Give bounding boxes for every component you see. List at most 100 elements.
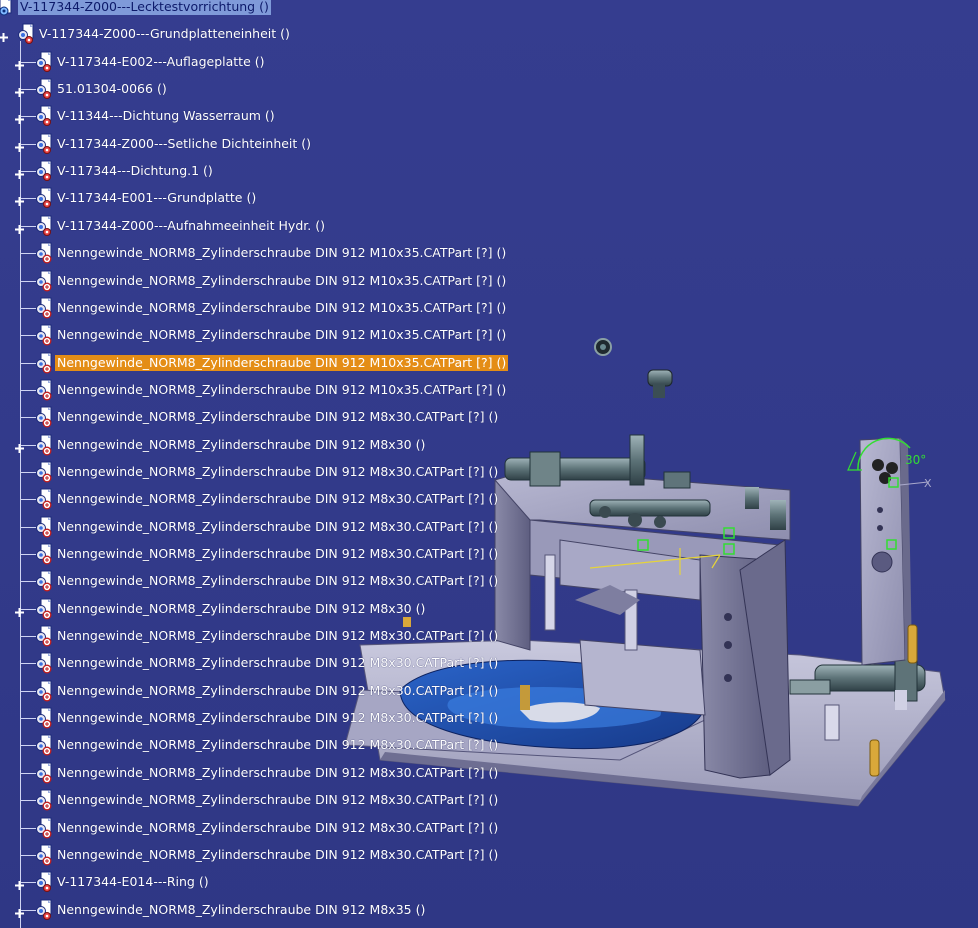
tree-node-label: Nenngewinde_NORM8_Zylinderschraube DIN 9…	[57, 600, 426, 616]
part-icon	[33, 543, 55, 565]
tree-node-item[interactable]: V-117344-Z000---Aufnahmeeinheit Hydr. ()	[33, 215, 327, 237]
tree-connector-horizontal	[20, 854, 36, 856]
part-icon	[33, 680, 55, 702]
tree-connector-vertical	[20, 41, 21, 928]
tree-node-label: Nenngewinde_NORM8_Zylinderschraube DIN 9…	[57, 518, 499, 534]
plus-expander-icon[interactable]	[14, 165, 25, 180]
tree-node-item[interactable]: Nenngewinde_NORM8_Zylinderschraube DIN 9…	[33, 652, 500, 674]
tree-connector-horizontal	[20, 225, 36, 227]
tree-node-label: Nenngewinde_NORM8_Zylinderschraube DIN 9…	[57, 764, 499, 780]
tree-node-item[interactable]: Nenngewinde_NORM8_Zylinderschraube DIN 9…	[33, 270, 508, 292]
tree-node-label: Nenngewinde_NORM8_Zylinderschraube DIN 9…	[57, 546, 499, 561]
tree-node-item[interactable]: V-117344---Dichtung.1 ()	[33, 160, 215, 182]
tree-node-item[interactable]: Nenngewinde_NORM8_Zylinderschraube DIN 9…	[33, 543, 500, 565]
tree-connector-horizontal	[20, 554, 36, 555]
tree-node-item[interactable]: V-117344-E014---Ring ()	[33, 871, 211, 893]
tree-node-label: V-117344-E002---Auflageplatte ()	[57, 53, 265, 69]
tree-node-item[interactable]: V-117344-Z000---Setliche Dichteinheit ()	[33, 133, 313, 155]
plus-expander-icon[interactable]	[14, 192, 25, 207]
tree-connector-horizontal	[20, 499, 36, 501]
tree-node-label: Nenngewinde_NORM8_Zylinderschraube DIN 9…	[57, 628, 499, 644]
plus-expander-icon[interactable]	[14, 83, 25, 98]
tree-node-item[interactable]: Nenngewinde_NORM8_Zylinderschraube DIN 9…	[33, 734, 500, 756]
tree-node-item[interactable]: Nenngewinde_NORM8_Zylinderschraube DIN 9…	[33, 242, 508, 264]
tree-node-item[interactable]: Nenngewinde_NORM8_Zylinderschraube DIN 9…	[33, 324, 508, 346]
part-icon	[33, 270, 55, 292]
plus-expander-icon[interactable]	[14, 904, 25, 918]
tree-connector-horizontal	[20, 745, 36, 747]
product-icon	[0, 0, 18, 18]
compass-manipulator[interactable]: 30° X	[847, 437, 932, 490]
tree-node-item[interactable]: 51.01304-0066 ()	[33, 78, 169, 100]
right-cylinder	[789, 654, 926, 741]
product-icon	[33, 187, 55, 209]
tree-node-item[interactable]: Nenngewinde_NORM8_Zylinderschraube DIN 9…	[33, 406, 500, 428]
tree-node-label: Nenngewinde_NORM8_Zylinderschraube DIN 9…	[57, 901, 426, 917]
tree-node-label: V-117344-E014---Ring ()	[57, 874, 209, 890]
tree-connector-horizontal	[20, 335, 36, 337]
plus-expander-icon[interactable]	[0, 28, 9, 43]
tree-node-item[interactable]: Nenngewinde_NORM8_Zylinderschraube DIN 9…	[33, 762, 500, 784]
plus-expander-icon[interactable]	[14, 110, 25, 125]
tree-node-item[interactable]: Nenngewinde_NORM8_Zylinderschraube DIN 9…	[33, 379, 508, 401]
product-icon	[33, 215, 55, 237]
plus-expander-icon[interactable]	[14, 603, 25, 617]
plus-expander-icon[interactable]	[14, 876, 25, 891]
plus-expander-icon[interactable]	[14, 220, 25, 234]
tree-node-item[interactable]: V-117344-E001---Grundplatte ()	[33, 187, 258, 209]
part-icon	[33, 598, 55, 620]
tree-node-item[interactable]: Nenngewinde_NORM8_Zylinderschraube DIN 9…	[33, 434, 427, 456]
exploded-screws	[594, 338, 673, 398]
tree-connector-horizontal	[20, 362, 36, 364]
tree-node-item[interactable]: Nenngewinde_NORM8_Zylinderschraube DIN 9…	[33, 598, 427, 620]
tree-node-item[interactable]: V-117344-E002---Auflageplatte ()	[33, 51, 267, 73]
tree-node-item[interactable]: Nenngewinde_NORM8_Zylinderschraube DIN 9…	[33, 789, 500, 811]
plus-expander-icon[interactable]	[14, 56, 25, 70]
tree-node-item[interactable]: Nenngewinde_NORM8_Zylinderschraube DIN 9…	[33, 570, 500, 592]
part-icon	[33, 434, 55, 456]
tree-node-item[interactable]: Nenngewinde_NORM8_Zylinderschraube DIN 9…	[33, 461, 500, 483]
tree-node-item[interactable]: V-11344---Dichtung Wasserraum ()	[33, 105, 277, 127]
part-icon	[33, 242, 55, 264]
tree-connector-horizontal	[20, 198, 36, 200]
part-icon	[33, 652, 55, 674]
tree-node-item[interactable]: Nenngewinde_NORM8_Zylinderschraube DIN 9…	[33, 516, 500, 538]
tree-connector-horizontal	[20, 827, 36, 829]
part-icon	[33, 762, 55, 784]
tree-node-label: Nenngewinde_NORM8_Zylinderschraube DIN 9…	[57, 436, 426, 452]
tree-node-item[interactable]: Nenngewinde_NORM8_Zylinderschraube DIN 9…	[33, 707, 500, 729]
tree-connector-horizontal	[20, 772, 36, 774]
tree-node-selected[interactable]: Nenngewinde_NORM8_Zylinderschraube DIN 9…	[33, 352, 509, 374]
tree-connector-horizontal	[20, 526, 36, 528]
part-icon	[33, 817, 55, 839]
tree-node-label: Nenngewinde_NORM8_Zylinderschraube DIN 9…	[57, 463, 499, 479]
plus-expander-icon[interactable]	[14, 439, 25, 453]
tree-node-item[interactable]: Nenngewinde_NORM8_Zylinderschraube DIN 9…	[33, 899, 427, 921]
plus-expander-icon[interactable]	[14, 138, 25, 152]
tree-node-item[interactable]: Nenngewinde_NORM8_Zylinderschraube DIN 9…	[33, 680, 500, 702]
part-icon	[33, 352, 55, 374]
tree-node-item[interactable]: Nenngewinde_NORM8_Zylinderschraube DIN 9…	[33, 817, 500, 839]
tree-connector-horizontal	[20, 280, 36, 282]
part-icon	[33, 570, 55, 592]
tree-node-item[interactable]: Nenngewinde_NORM8_Zylinderschraube DIN 9…	[33, 625, 500, 647]
tree-node-item[interactable]: Nenngewinde_NORM8_Zylinderschraube DIN 9…	[33, 297, 508, 319]
tree-node-item[interactable]: Nenngewinde_NORM8_Zylinderschraube DIN 9…	[33, 844, 500, 866]
product-icon	[33, 899, 55, 921]
tree-node-group[interactable]: V-117344-Z000---Grundplatteneinheit ()	[15, 23, 292, 45]
tree-connector-horizontal	[20, 89, 36, 91]
tree-node-label: V-117344-Z000---Setliche Dichteinheit ()	[57, 135, 312, 151]
locating-pins	[403, 617, 918, 777]
tree-node-root[interactable]: V-117344-Z000---Lecktestvorrichtung ()	[0, 0, 271, 18]
tree-node-label: Nenngewinde_NORM8_Zylinderschraube DIN 9…	[57, 272, 507, 288]
part-icon	[33, 844, 55, 866]
axis-x-label: X	[924, 477, 932, 490]
product-icon	[15, 23, 37, 45]
tree-node-item[interactable]: Nenngewinde_NORM8_Zylinderschraube DIN 9…	[33, 488, 500, 510]
tree-connector-horizontal	[20, 636, 36, 638]
part-icon	[33, 488, 55, 510]
tree-node-label: V-117344-Z000---Grundplatteneinheit ()	[39, 26, 290, 42]
